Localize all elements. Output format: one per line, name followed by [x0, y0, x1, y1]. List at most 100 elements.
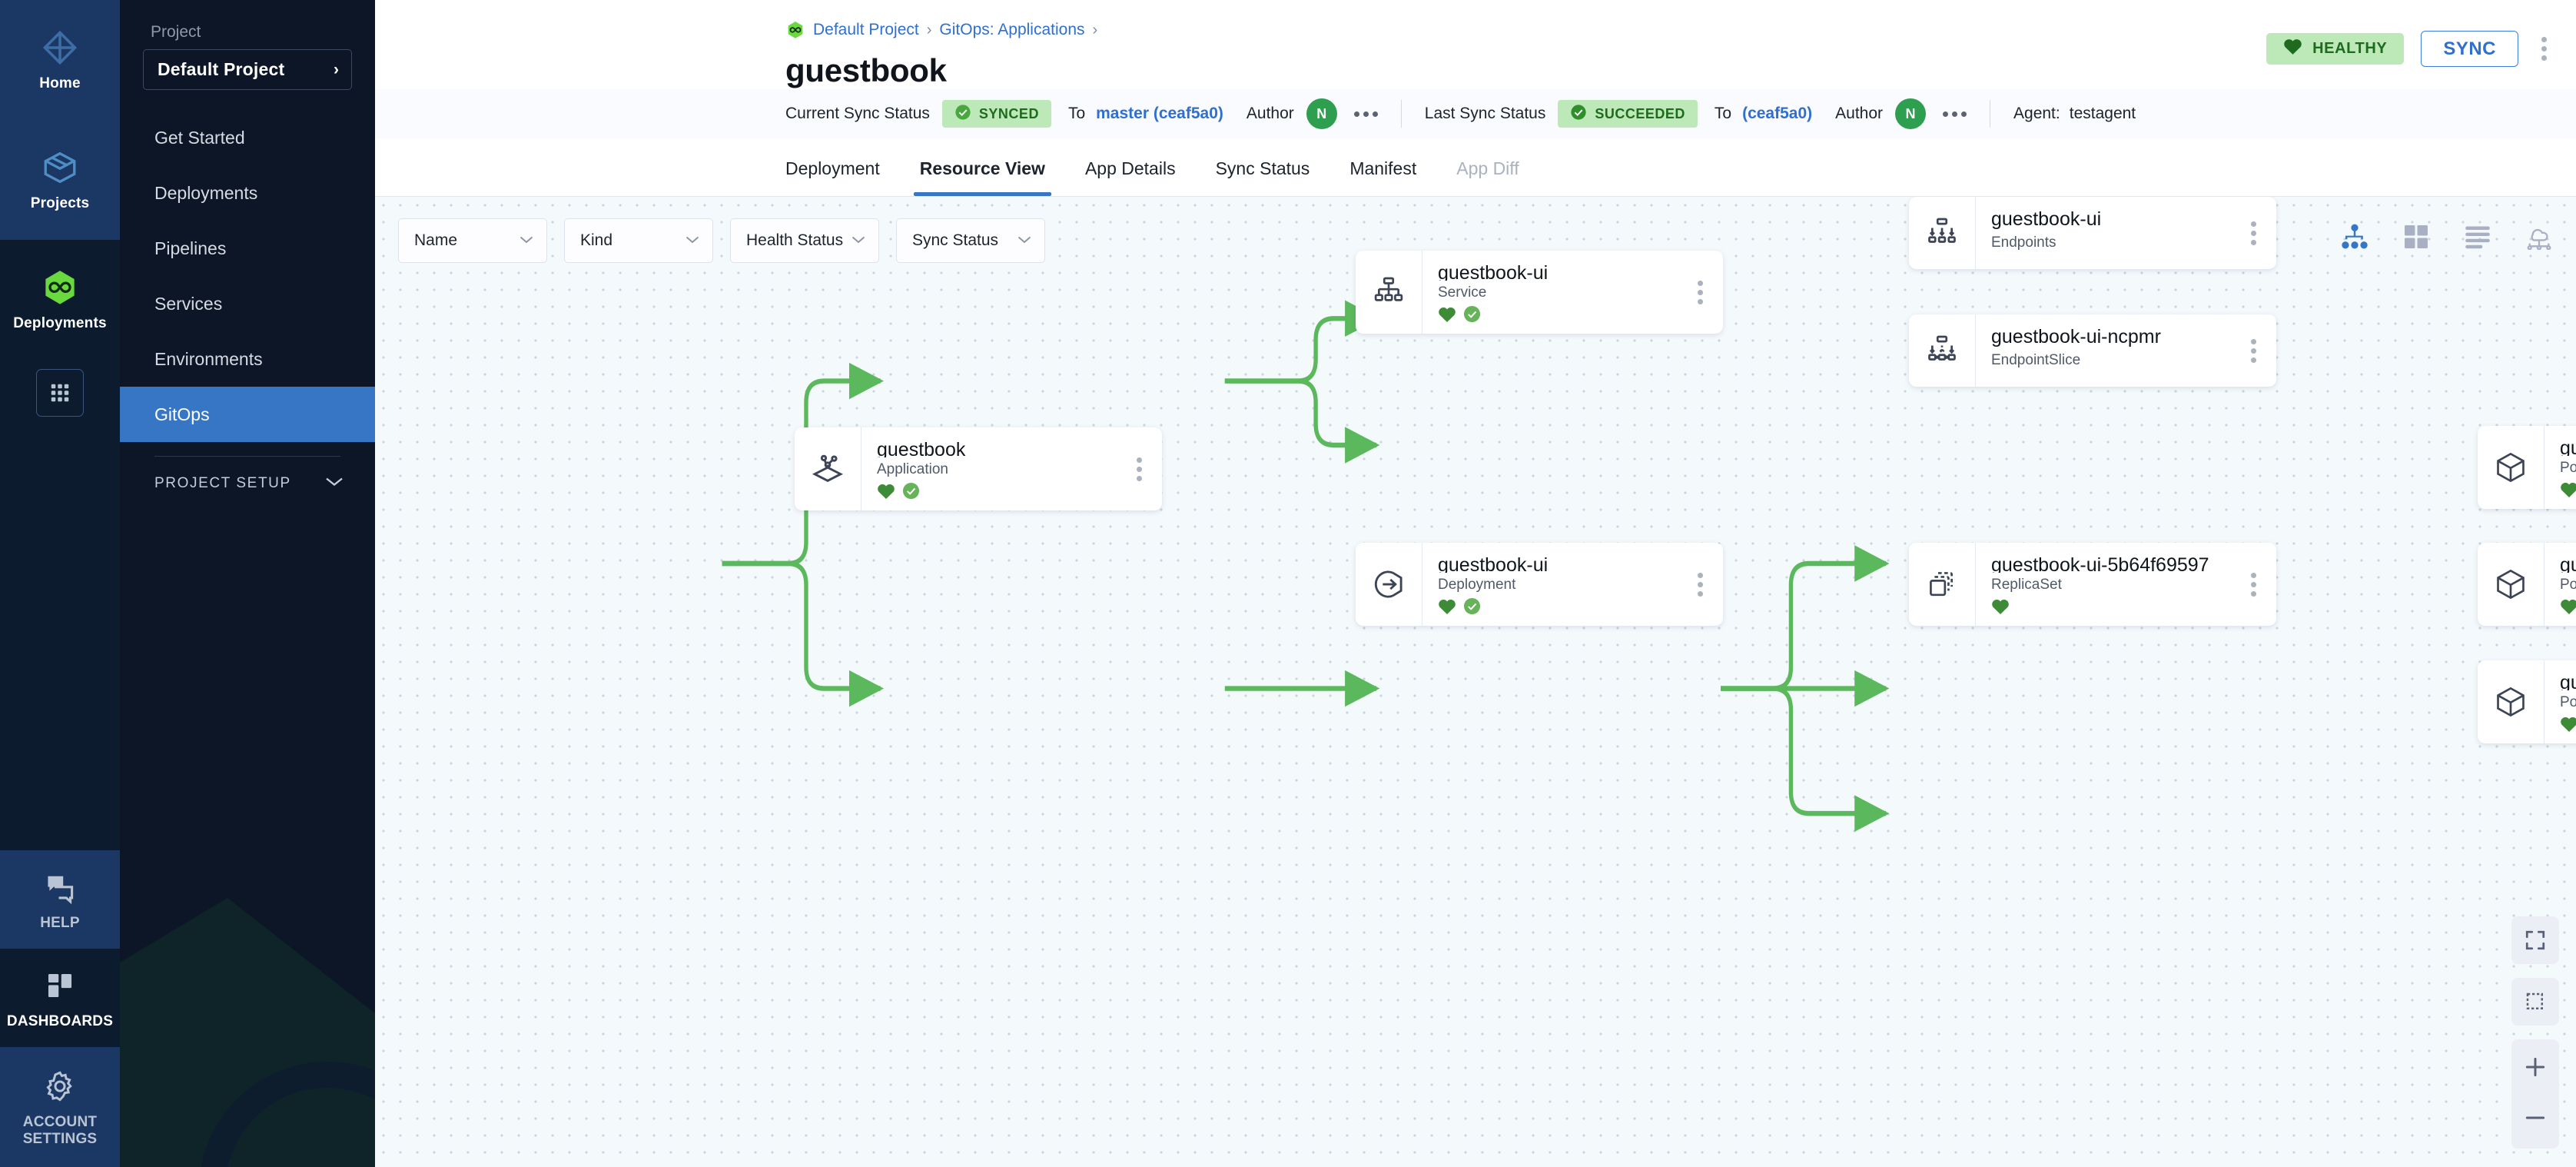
status-badge-healthy: HEALTHY — [2266, 33, 2405, 65]
last-author-label: Author — [1835, 105, 1884, 122]
header-actions: HEALTHY SYNC — [2266, 31, 2553, 67]
node-body: guestbook-ui-5b64f6959… Pod — [2544, 543, 2576, 626]
tab-resource-view[interactable]: Resource View — [900, 158, 1065, 196]
rail-item-account-settings[interactable]: ACCOUNT SETTINGS — [0, 1047, 120, 1167]
agent-label: Agent: — [2013, 105, 2060, 122]
zoom-in-icon[interactable] — [2511, 1047, 2559, 1087]
check-circle-icon — [1463, 597, 1481, 619]
project-sidebar: Project Default Project › Get Started De… — [120, 0, 375, 1167]
home-diamond-icon — [40, 28, 80, 68]
current-sync-status-label: Current Sync Status — [785, 105, 930, 122]
rail-item-home[interactable]: Home — [0, 0, 120, 120]
select-box-icon[interactable] — [2511, 978, 2559, 1026]
sidebar-item-deployments[interactable]: Deployments — [120, 165, 375, 221]
node-body: guestbook-ui Endpoints — [1975, 197, 2230, 269]
node-menu-button[interactable] — [1677, 543, 1723, 626]
resource-graph-canvas[interactable]: Name Kind Health Status — [375, 197, 2576, 1167]
divider — [1400, 100, 1402, 128]
current-sync-status-text: SYNCED — [978, 105, 1039, 121]
node-body: guestbook-ui-5b64f6959… Pod — [2544, 426, 2576, 509]
graph-node-service[interactable]: guestbook-ui Service — [1356, 251, 1723, 334]
gitops-infinity-icon — [40, 268, 80, 308]
node-menu-button[interactable] — [1677, 251, 1723, 334]
heart-icon — [877, 483, 895, 504]
application-icon — [795, 427, 861, 510]
graph-node-deployment[interactable]: guestbook-ui Deployment — [1356, 543, 1723, 626]
node-menu-button[interactable] — [2230, 543, 2276, 626]
rail-item-dashboards[interactable]: DASHBOARDS — [0, 949, 120, 1047]
sidebar-item-pipelines[interactable]: Pipelines — [120, 221, 375, 276]
list-view-icon[interactable] — [2461, 220, 2495, 254]
node-menu-button[interactable] — [2230, 197, 2276, 269]
kebab-horizontal-icon[interactable] — [1943, 111, 1967, 117]
graph-node-pod-2[interactable]: guestbook-ui-5b64f6959… Pod — [2478, 543, 2576, 626]
kebab-horizontal-icon[interactable] — [1353, 111, 1378, 117]
sidebar-item-label: Deployments — [154, 182, 258, 203]
node-kind: Endpoints — [1991, 234, 2056, 251]
rail-item-label: Deployments — [13, 315, 107, 332]
node-kind: Deployment — [1438, 577, 1516, 593]
tab-deployment[interactable]: Deployment — [785, 158, 880, 178]
filter-label: Name — [414, 231, 458, 249]
sidebar-item-services[interactable]: Services — [120, 276, 375, 331]
cube-icon — [40, 148, 80, 188]
tab-manifest[interactable]: Manifest — [1349, 158, 1417, 178]
tab-app-details[interactable]: App Details — [1084, 158, 1176, 178]
breadcrumb-separator: › — [1092, 21, 1098, 38]
svg-text:?: ? — [51, 875, 58, 886]
sidebar-project-setup-label: PROJECT SETUP — [154, 475, 291, 491]
project-selector[interactable]: Default Project › — [143, 49, 352, 90]
chevron-down-icon — [324, 475, 344, 492]
filter-health-status[interactable]: Health Status — [730, 218, 879, 263]
filter-sync-status[interactable]: Sync Status — [896, 218, 1045, 263]
heart-icon — [2560, 716, 2576, 736]
graph-node-endpoints[interactable]: guestbook-ui Endpoints — [1909, 197, 2276, 269]
filter-kind[interactable]: Kind — [564, 218, 713, 263]
breadcrumb-item-applications[interactable]: GitOps: Applications — [939, 21, 1085, 38]
node-menu-button[interactable] — [1116, 427, 1162, 510]
sidebar-project-setup[interactable]: PROJECT SETUP — [120, 457, 375, 510]
current-sync-target[interactable]: master (ceaf5a0) — [1096, 105, 1223, 122]
node-status — [2560, 716, 2576, 736]
node-kind: Pod — [2560, 694, 2576, 710]
node-status — [1991, 598, 2230, 618]
app-grid-icon[interactable] — [36, 369, 84, 417]
current-author-label: Author — [1246, 105, 1294, 122]
graph-node-endpointslice[interactable]: guestbook-ui-ncpmr EndpointSlice — [1909, 314, 2276, 387]
last-sync-status-text: SUCCEEDED — [1595, 105, 1685, 121]
tab-app-diff: App Diff — [1456, 158, 1519, 178]
tab-sync-status[interactable]: Sync Status — [1215, 158, 1310, 178]
graph-node-pod-3[interactable]: guestbook-ui-5b64f6959… Pod — [2478, 660, 2576, 743]
graph-node-pod-1[interactable]: guestbook-ui-5b64f6959… Pod — [2478, 426, 2576, 509]
tree-view-icon[interactable] — [2338, 220, 2372, 254]
node-body: guestbook-ui-5b64f6959… Pod — [2544, 660, 2576, 743]
rail-item-projects[interactable]: Projects — [0, 120, 120, 240]
rail-item-help[interactable]: ? HELP — [0, 850, 120, 949]
zoom-out-icon[interactable] — [2511, 1098, 2559, 1138]
sidebar-item-get-started[interactable]: Get Started — [120, 110, 375, 165]
graph-node-replicaset[interactable]: guestbook-ui-5b64f69597 ReplicaSet — [1909, 543, 2276, 626]
network-cloud-icon[interactable] — [2522, 220, 2556, 254]
node-menu-button[interactable] — [2230, 314, 2276, 387]
breadcrumb-item-project[interactable]: Default Project — [813, 21, 919, 38]
filter-name[interactable]: Name — [398, 218, 547, 263]
last-sync-target[interactable]: (ceaf5a0) — [1742, 105, 1813, 122]
rail-item-label: Home — [39, 75, 81, 92]
avatar: N — [1895, 98, 1927, 129]
kebab-vertical-icon[interactable] — [2535, 32, 2553, 65]
sidebar-kicker: Project — [151, 23, 201, 41]
sidebar-item-gitops[interactable]: GitOps — [120, 387, 375, 442]
fit-screen-icon[interactable] — [2511, 916, 2559, 964]
node-kind: EndpointSlice — [1991, 352, 2081, 368]
rail-item-deployments[interactable]: Deployments — [0, 240, 120, 360]
sidebar-item-environments[interactable]: Environments — [120, 331, 375, 387]
main-area: Default Project › GitOps: Applications ›… — [375, 0, 2576, 1167]
sync-button[interactable]: SYNC — [2421, 31, 2518, 67]
page-title: guestbook — [785, 52, 947, 88]
grid-view-icon[interactable] — [2399, 220, 2433, 254]
check-circle-icon — [1463, 305, 1481, 327]
graph-node-application[interactable]: guestbook Application — [795, 427, 1162, 510]
node-body: guestbook-ui Deployment — [1422, 543, 1677, 626]
heart-icon — [2560, 598, 2576, 619]
rail-spacer — [0, 417, 120, 850]
